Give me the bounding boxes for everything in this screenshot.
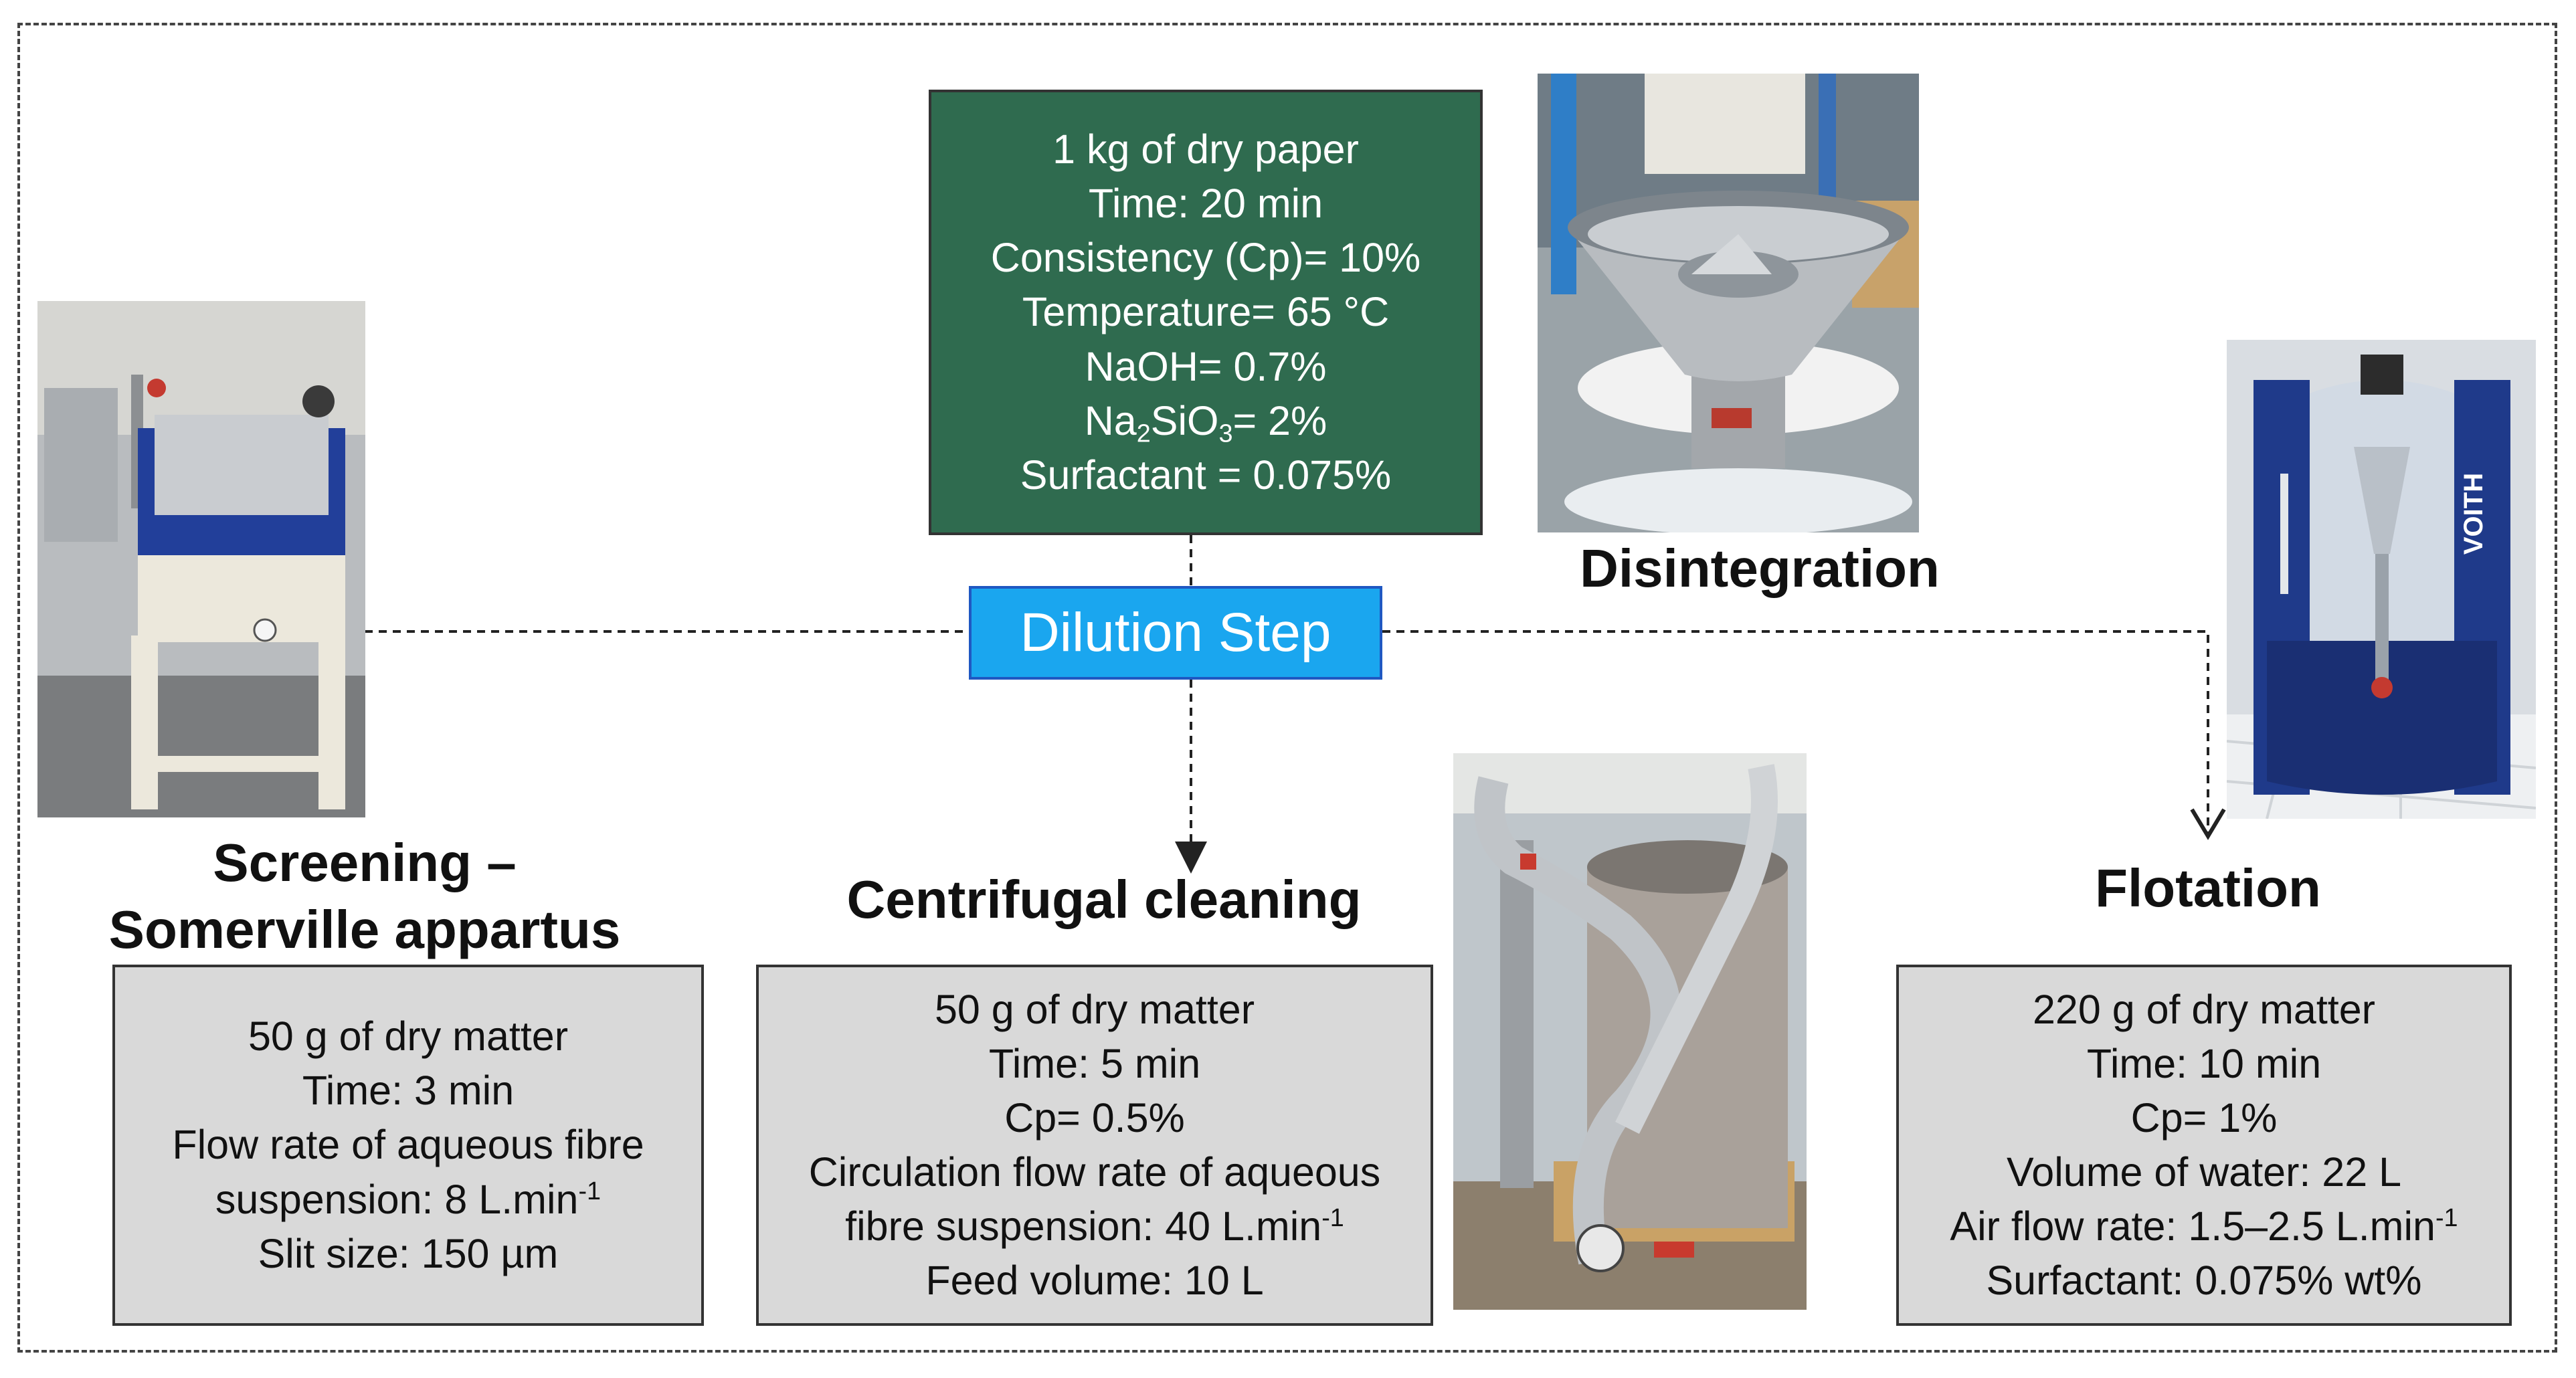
- screen-flow-line2: suspension: 8 L.min-1: [215, 1173, 601, 1227]
- centrifugal-parameters-box: 50 g of dry matter Time: 5 min Cp= 0.5% …: [756, 965, 1433, 1326]
- screening-label: Screening – Somerville appartus: [67, 829, 662, 963]
- screen-flow-line1: Flow rate of aqueous fibre: [172, 1122, 644, 1168]
- silicate-sio: SiO: [1150, 397, 1219, 444]
- dilution-step-box: Dilution Step: [969, 586, 1382, 680]
- centrifugal-photo: [1453, 753, 1807, 1310]
- disintegration-parameters-box: 1 kg of dry paper Time: 20 min Consisten…: [929, 90, 1483, 535]
- flot-water-volume: Volume of water: 22 L: [2006, 1149, 2401, 1195]
- centri-flow-line1: Circulation flow rate of aqueous: [808, 1149, 1381, 1195]
- screen-time: Time: 3 min: [302, 1068, 515, 1114]
- disint-consistency: Consistency (Cp)= 10%: [990, 235, 1421, 281]
- centri-time: Time: 5 min: [988, 1040, 1201, 1086]
- centri-dry-matter: 50 g of dry matter: [934, 986, 1255, 1032]
- flot-air-unit-exponent: -1: [2435, 1204, 2458, 1233]
- screening-parameters-box: 50 g of dry matter Time: 3 min Flow rate…: [112, 965, 704, 1326]
- centrifugal-label: Centrifugal cleaning: [846, 870, 1362, 929]
- centri-flow-line2: fibre suspension: 40 L.min-1: [845, 1199, 1344, 1254]
- silicate-value: = 2%: [1232, 397, 1327, 444]
- flotation-parameters-box: 220 g of dry matter Time: 10 min Cp= 1% …: [1896, 965, 2512, 1326]
- disint-time: Time: 20 min: [1088, 181, 1323, 227]
- screening-photo: [37, 301, 365, 817]
- flotation-photo: VOITH: [2227, 340, 2536, 819]
- silicate-na: Na: [1084, 397, 1137, 444]
- centri-flow-value: fibre suspension: 40 L.min: [845, 1203, 1322, 1250]
- flotation-brand-text: VOITH: [2459, 473, 2488, 555]
- flot-surfactant: Surfactant: 0.075% wt%: [1986, 1258, 2422, 1304]
- disint-dry-paper: 1 kg of dry paper: [1052, 126, 1359, 173]
- disintegration-label: Disintegration: [1580, 538, 1940, 598]
- silicate-sub-2: 2: [1136, 419, 1151, 448]
- screening-label-line2: Somerville appartus: [108, 900, 621, 959]
- silicate-sub-3: 3: [1218, 419, 1233, 448]
- outer-dashed-frame: [17, 23, 2557, 1353]
- screen-slit-size: Slit size: 150 µm: [258, 1230, 559, 1276]
- flot-time: Time: 10 min: [2086, 1040, 2322, 1086]
- centri-feed-volume: Feed volume: 10 L: [925, 1258, 1264, 1304]
- disint-surfactant: Surfactant = 0.075%: [1020, 452, 1392, 498]
- disintegration-photo: [1538, 74, 1919, 532]
- centri-flow-unit-exponent: -1: [1321, 1204, 1344, 1233]
- disint-temperature: Temperature= 65 °C: [1022, 289, 1390, 335]
- screen-dry-matter: 50 g of dry matter: [248, 1013, 569, 1060]
- screen-flow-unit-exponent: -1: [578, 1177, 602, 1205]
- flotation-label: Flotation: [2095, 858, 2321, 918]
- screen-flow-value: suspension: 8 L.min: [215, 1176, 579, 1222]
- disint-silicate: Na2SiO3= 2%: [1085, 394, 1327, 448]
- flot-air-flow: Air flow rate: 1.5–2.5 L.min-1: [1950, 1199, 2458, 1254]
- flot-dry-matter: 220 g of dry matter: [2033, 986, 2375, 1032]
- screening-label-line1: Screening –: [213, 833, 517, 892]
- centri-cp: Cp= 0.5%: [1004, 1094, 1185, 1141]
- flot-cp: Cp= 1%: [2130, 1094, 2278, 1141]
- disint-naoh: NaOH= 0.7%: [1085, 343, 1327, 389]
- flot-air-value: Air flow rate: 1.5–2.5 L.min: [1950, 1203, 2435, 1250]
- connector-dilution-flotation: [1382, 630, 2226, 840]
